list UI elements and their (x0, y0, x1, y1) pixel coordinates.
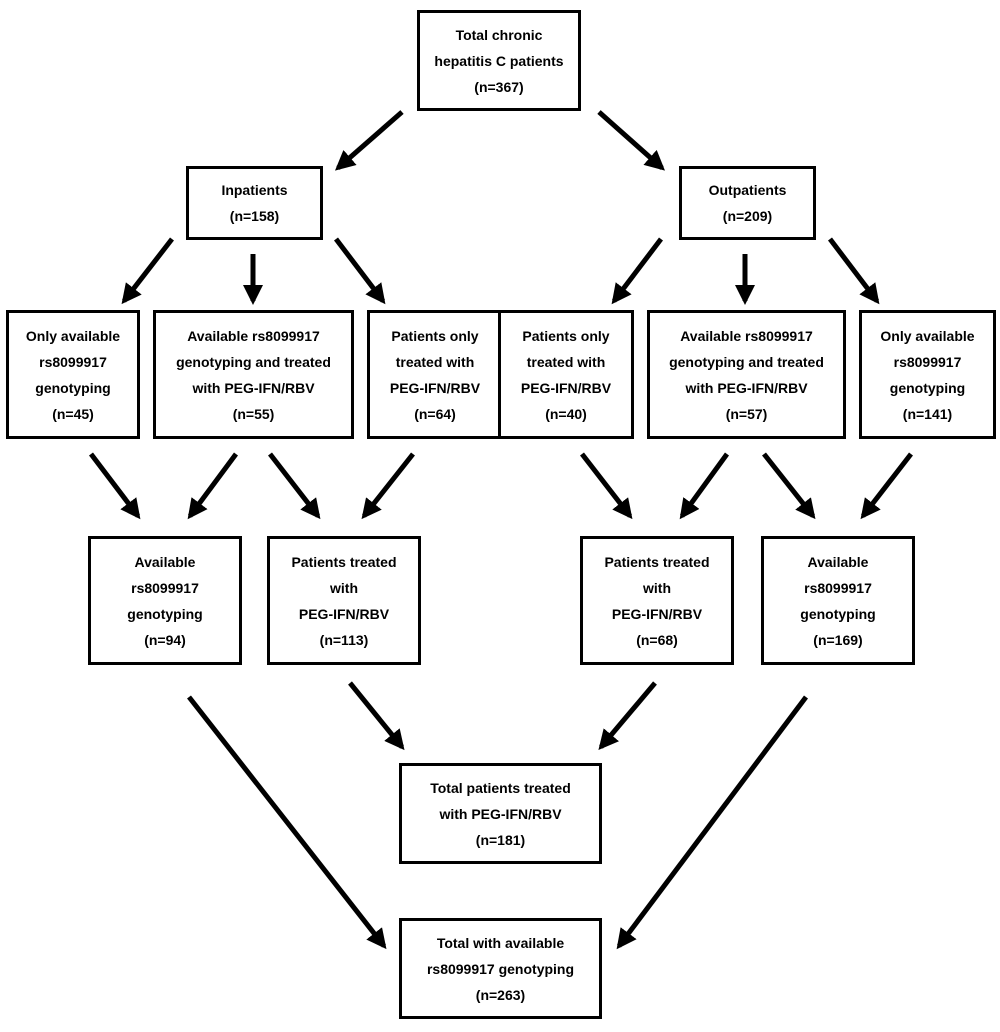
node-in-treated: Patients treated with PEG-IFN/RBV (n=113… (267, 536, 421, 665)
arrow-in-treated-to-total-treated (348, 681, 405, 751)
node-line: (n=55) (232, 405, 275, 422)
node-line: (n=169) (813, 631, 863, 648)
node-line: (n=141) (902, 405, 953, 422)
node-out-only-genotyping: Only available rs8099917 genotyping (n=1… (859, 310, 996, 439)
node-in-genotyping-treated: Available rs8099917 genotyping and treat… (153, 310, 354, 439)
node-line: PEG-IFN/RBV (389, 379, 481, 396)
arrow-outpatients-to-out-only-treated (611, 237, 663, 305)
arrow-in-only-geno-to-in-avail-geno (89, 452, 141, 520)
node-line: genotyping (127, 605, 203, 622)
node-line: (n=45) (52, 405, 94, 422)
node-line: genotyping (35, 379, 111, 396)
node-line: (n=367) (474, 78, 524, 95)
node-line: PEG-IFN/RBV (611, 605, 703, 622)
node-in-available-genotyping: Available rs8099917 genotyping (n=94) (88, 536, 242, 665)
node-line: Available rs8099917 (680, 327, 813, 344)
node-line: genotyping (889, 379, 966, 396)
node-line: rs8099917 (131, 579, 199, 596)
node-line: treated with (395, 353, 475, 370)
node-line: Total patients treated (430, 779, 571, 796)
node-line: (n=181) (475, 831, 526, 848)
node-in-only-treated: Patients only treated with PEG-IFN/RBV (… (367, 310, 503, 439)
arrow-total-to-outpatients (597, 110, 665, 171)
node-out-genotyping-treated: Available rs8099917 genotyping and treat… (647, 310, 846, 439)
node-line: (n=68) (636, 631, 678, 648)
node-in-only-genotyping: Only available rs8099917 genotyping (n=4… (6, 310, 140, 439)
node-out-treated: Patients treated with PEG-IFN/RBV (n=68) (580, 536, 734, 665)
node-out-only-treated: Patients only treated with PEG-IFN/RBV (… (498, 310, 634, 439)
node-outpatients: Outpatients (n=209) (679, 166, 816, 240)
node-line: Outpatients (708, 182, 787, 198)
node-line: rs8099917 (893, 353, 962, 370)
node-line: with PEG-IFN/RBV (192, 379, 315, 396)
node-line: (n=57) (725, 405, 768, 422)
node-total-treated: Total patients treated with PEG-IFN/RBV … (399, 763, 602, 864)
node-line: with (643, 579, 671, 596)
node-line: (n=113) (319, 631, 369, 648)
node-line: genotyping and treated (176, 353, 331, 370)
node-out-available-genotyping: Available rs8099917 genotyping (n=169) (761, 536, 915, 665)
arrow-out-avail-geno-to-total-geno (616, 695, 808, 950)
node-line: Only available (25, 327, 121, 344)
node-line: Available rs8099917 (187, 327, 320, 344)
arrow-outpatients-to-out-only-geno (828, 237, 880, 305)
node-line: Only available (880, 327, 975, 344)
node-line: rs8099917 genotyping (426, 960, 575, 977)
arrow-in-geno-treated-to-in-avail-geno (187, 452, 239, 520)
arrow-out-geno-treated-to-out-avail-geno (762, 452, 816, 520)
node-line: hepatitis C patients (434, 52, 564, 69)
node-total-patients: Total chronic hepatitis C patients (n=36… (417, 10, 581, 111)
node-line: (n=158) (229, 208, 280, 224)
node-line: (n=263) (475, 986, 526, 1003)
arrow-inpatients-to-in-only-treated (334, 237, 386, 305)
node-line: (n=94) (144, 631, 186, 648)
node-line: Inpatients (221, 182, 288, 198)
node-line: Patients only (522, 327, 610, 344)
arrow-inpatients-to-in-only-geno (121, 237, 174, 305)
node-line: with (330, 579, 358, 596)
node-line: rs8099917 (804, 579, 872, 596)
node-line: Patients only (391, 327, 479, 344)
node-line: (n=209) (722, 208, 773, 224)
node-line: PEG-IFN/RBV (298, 605, 390, 622)
node-line: Available (807, 553, 869, 570)
node-line: (n=40) (545, 405, 587, 422)
arrow-in-only-treated-to-in-treated (361, 452, 415, 520)
node-line: Available (134, 553, 196, 570)
node-line: rs8099917 (39, 353, 107, 370)
arrow-out-only-geno-to-out-avail-geno (860, 452, 913, 520)
arrow-out-geno-treated-to-out-treated (679, 452, 730, 520)
node-line: (n=64) (414, 405, 456, 422)
arrow-total-to-inpatients (334, 110, 404, 171)
node-line: Total with available (436, 934, 565, 951)
node-line: Patients treated (604, 553, 710, 570)
node-line: genotyping (800, 605, 876, 622)
node-line: with PEG-IFN/RBV (685, 379, 808, 396)
arrow-in-avail-geno-to-total-geno (187, 695, 387, 950)
node-line: treated with (526, 353, 606, 370)
node-line: genotyping and treated (669, 353, 824, 370)
node-line: Patients treated (291, 553, 397, 570)
node-line: PEG-IFN/RBV (520, 379, 612, 396)
node-inpatients: Inpatients (n=158) (186, 166, 323, 240)
node-line: Total chronic (455, 26, 543, 43)
node-total-genotyping: Total with available rs8099917 genotypin… (399, 918, 602, 1019)
arrow-in-geno-treated-to-in-treated (268, 452, 321, 520)
arrow-out-only-treated-to-out-treated (580, 452, 633, 520)
arrow-out-treated-to-total-treated (598, 681, 657, 751)
node-line: with PEG-IFN/RBV (439, 805, 562, 822)
